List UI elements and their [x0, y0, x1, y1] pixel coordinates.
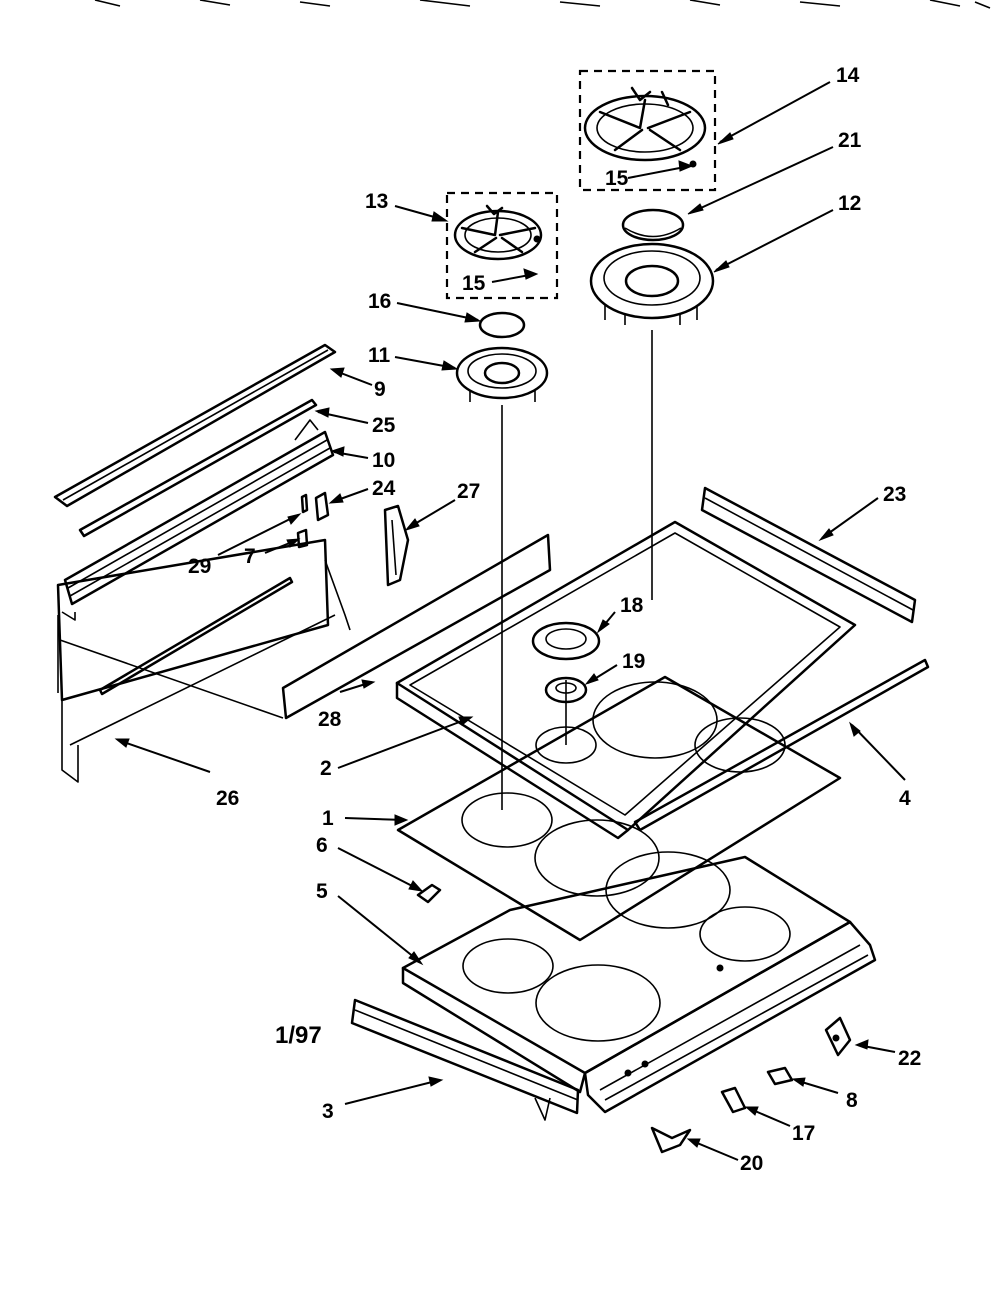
callout-14: 14 — [836, 64, 860, 87]
callout-16: 16 — [368, 290, 391, 313]
callout-15-lower: 15 — [462, 272, 486, 295]
callout-26: 26 — [216, 787, 239, 810]
leader-lines — [114, 81, 906, 1161]
part-8-part — [766, 1066, 794, 1086]
part-12-large-drip-bowl — [589, 242, 715, 325]
callout-20: 20 — [740, 1152, 763, 1175]
callout-28: 28 — [318, 708, 342, 731]
part-16-small-cap — [478, 311, 526, 339]
callout-3: 3 — [322, 1100, 334, 1123]
part-19-receptacle — [544, 676, 588, 704]
callout-11: 11 — [368, 344, 391, 367]
part-17-switch — [720, 1086, 747, 1114]
callout-13: 13 — [365, 190, 388, 213]
part-13-small-grate — [445, 191, 559, 300]
alignment-lines — [57, 330, 653, 810]
part-9-trim — [53, 343, 337, 508]
callout-10: 10 — [372, 449, 395, 472]
part-23-side-trim — [700, 486, 917, 624]
callout-6: 6 — [316, 834, 328, 857]
part-6-clip — [416, 883, 442, 904]
part-26-backguard-panel — [56, 538, 351, 783]
callout-7: 7 — [244, 545, 256, 568]
part-25-rod — [78, 398, 318, 538]
part-29-spring — [300, 493, 309, 514]
callout-5: 5 — [316, 880, 328, 903]
callout-9: 9 — [374, 378, 386, 401]
callout-27: 27 — [457, 480, 480, 503]
part-14-large-grate — [578, 69, 717, 192]
part-18-ring — [531, 621, 601, 661]
callout-18: 18 — [620, 594, 644, 617]
callout-labels: 14 21 12 15 13 15 16 11 9 25 10 24 27 29… — [188, 64, 921, 1175]
callout-8: 8 — [846, 1089, 858, 1112]
callout-17: 17 — [792, 1122, 815, 1145]
callout-4: 4 — [899, 787, 911, 810]
part-27-bracket — [383, 504, 410, 587]
callout-22: 22 — [898, 1047, 921, 1070]
callout-1: 1 — [322, 807, 334, 830]
callout-21: 21 — [838, 129, 862, 152]
part-5-burner-box — [401, 851, 877, 1114]
callout-12: 12 — [838, 192, 861, 215]
callout-15-upper: 15 — [605, 167, 629, 190]
part-1-glass-top — [396, 675, 842, 942]
part-7-clip — [296, 528, 309, 549]
callout-2: 2 — [320, 757, 332, 780]
callout-24: 24 — [372, 477, 396, 500]
date-code: 1/97 — [275, 1022, 322, 1049]
top-edge-artifacts — [94, 0, 991, 9]
part-22-knob-plate — [824, 1016, 852, 1057]
callout-19: 19 — [622, 650, 645, 673]
part-11-small-drip-bowl — [455, 346, 549, 402]
callout-25: 25 — [372, 414, 396, 437]
part-3-front-trim — [350, 998, 580, 1121]
part-4-rear-trim — [633, 658, 930, 832]
part-10-backguard-top — [63, 419, 335, 606]
part-24-bracket — [314, 491, 330, 522]
callout-23: 23 — [883, 483, 906, 506]
part-20-clip — [650, 1126, 692, 1154]
part-28-strip — [59, 533, 552, 720]
part-21-large-cap — [621, 208, 685, 242]
callout-29: 29 — [188, 555, 211, 578]
